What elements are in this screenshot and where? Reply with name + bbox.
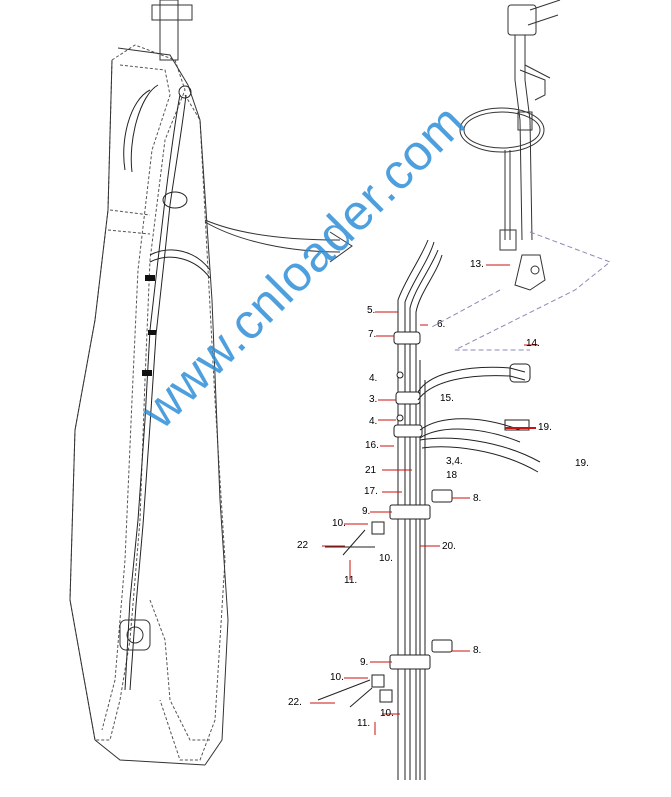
top-right-assembly (459, 0, 561, 291)
arm-hoses (123, 84, 211, 691)
arrow (204, 219, 353, 263)
callout-18: 18 (446, 470, 458, 481)
callout-10b: 10. (379, 553, 393, 564)
callout-16: 16. (365, 440, 379, 451)
callout-15: 15. (440, 393, 454, 404)
callout-19: 19. (538, 422, 552, 433)
callout-22b: 22. (288, 697, 302, 708)
callout-8b: 8. (473, 645, 482, 656)
leader-lines (310, 264, 538, 735)
callout-4b: 4. (369, 416, 378, 427)
callout-10c: 10. (330, 672, 344, 683)
callout-9: 9. (362, 506, 371, 517)
callout-3-4: 3,4. (446, 456, 463, 467)
callout-7: 7. (368, 329, 377, 340)
side-hoses (417, 363, 541, 473)
callout-19b: 19. (575, 458, 589, 469)
callout-4: 4. (369, 373, 378, 384)
callout-6: 6. (437, 319, 446, 330)
arm-solid-edges (69, 0, 229, 766)
callout-5: 5. (367, 305, 376, 316)
fittings (389, 331, 431, 670)
callout-3: 3. (369, 394, 378, 405)
callout-11b: 11. (357, 718, 371, 729)
callout-13: 13. (470, 259, 484, 270)
callout-9b: 9. (360, 657, 369, 668)
callout-11: 11. (344, 575, 358, 586)
callout-10d: 10. (380, 708, 394, 719)
callout-10: 10. (332, 518, 346, 529)
arm-outline (69, 44, 226, 761)
callout-21: 21 (365, 465, 377, 476)
hose-bundle (397, 239, 443, 780)
callout-20: 20. (442, 541, 456, 552)
callout-17: 17. (364, 486, 378, 497)
callout-8: 8. (473, 493, 482, 504)
callout-22: 22 (297, 540, 309, 551)
lower-clamps (317, 489, 453, 708)
arm-clamp-marks (142, 275, 156, 376)
dashed-routing (429, 231, 611, 351)
callout-14: 14. (526, 338, 540, 349)
